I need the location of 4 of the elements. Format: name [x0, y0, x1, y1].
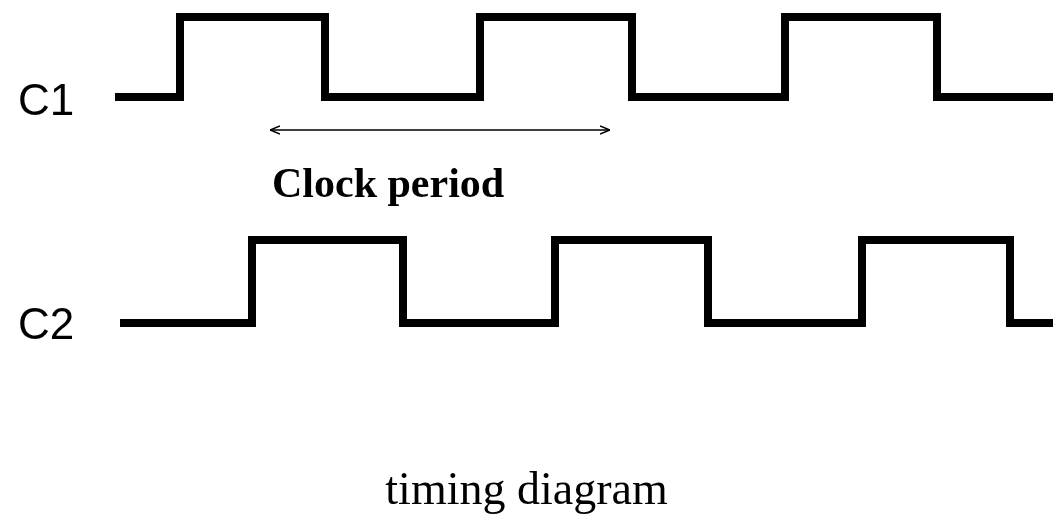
dimension-label: Clock period — [272, 162, 505, 204]
signal-label: C1 — [18, 78, 75, 122]
signal-label: C2 — [18, 302, 75, 346]
caption: timing diagram — [384, 466, 669, 512]
